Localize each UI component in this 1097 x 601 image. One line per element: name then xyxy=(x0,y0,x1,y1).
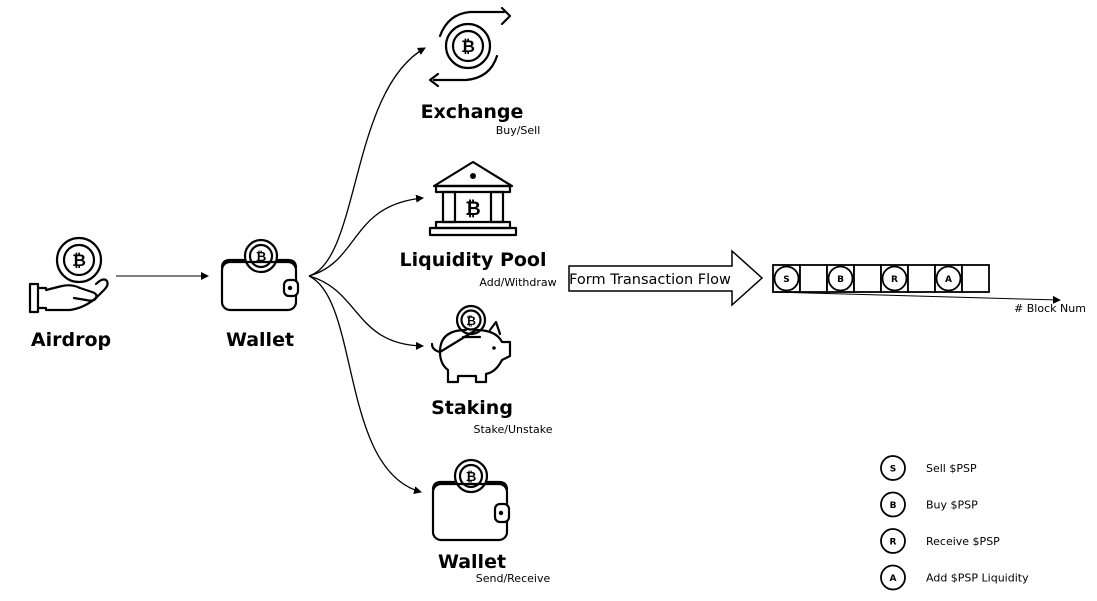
block-empty xyxy=(853,264,882,293)
legend-item: R Receive $PSP xyxy=(880,528,1000,554)
block-s: S xyxy=(772,264,801,293)
block-b: B xyxy=(826,264,855,293)
wallet-to-staking-arrow xyxy=(308,275,424,350)
svg-text:₿: ₿ xyxy=(256,250,267,265)
svg-text:₿: ₿ xyxy=(465,198,480,220)
legend-label: Buy $PSP xyxy=(926,499,978,512)
wallet-to-wallet-send-arrow xyxy=(308,275,422,495)
block-number-axis xyxy=(771,291,1061,304)
legend-letter: S xyxy=(890,465,896,475)
legend-label: Add $PSP Liquidity xyxy=(926,572,1029,585)
staking-subtitle: Stake/Unstake xyxy=(473,423,552,436)
wallet-main-label: Wallet xyxy=(226,329,294,351)
svg-text:₿: ₿ xyxy=(461,37,475,57)
exchange-subtitle: Buy/Sell xyxy=(496,124,541,137)
legend: S Sell $PSP B Buy $PSP R Receive $PSP A Add $PS… xyxy=(880,455,1029,591)
svg-text:₿: ₿ xyxy=(466,314,476,328)
legend-item: S Sell $PSP xyxy=(880,455,977,481)
legend-label: Receive $PSP xyxy=(926,535,1000,548)
block-letter: S xyxy=(783,275,789,285)
block-letter: R xyxy=(891,275,898,285)
liquidity-pool-label: Liquidity Pool xyxy=(400,249,547,271)
wallet-send-subtitle: Send/Receive xyxy=(476,572,551,585)
block-empty xyxy=(907,264,936,293)
staking-label: Staking xyxy=(431,397,513,419)
legend-letter: B xyxy=(890,501,897,511)
block-r: R xyxy=(880,264,909,293)
wallet-icon: ₿ xyxy=(220,238,300,312)
block-empty xyxy=(799,264,828,293)
bank-icon: ₿ xyxy=(428,160,518,237)
legend-item: A Add $PSP Liquidity xyxy=(880,564,1029,591)
liquidity-pool-subtitle: Add/Withdraw xyxy=(479,276,556,289)
hand-coin-icon: ₿ xyxy=(28,236,109,314)
wallet-send-label: Wallet xyxy=(438,551,506,573)
airdrop-label: Airdrop xyxy=(31,329,111,351)
block-letter: B xyxy=(837,275,844,285)
exchange-label: Exchange xyxy=(421,101,524,123)
legend-item: B Buy $PSP xyxy=(880,491,978,518)
piggy-bank-icon: ₿ xyxy=(430,304,512,384)
legend-label: Sell $PSP xyxy=(926,462,977,475)
legend-letter: A xyxy=(890,574,897,584)
block-a: A xyxy=(934,264,963,293)
exchange-icon: ₿ xyxy=(428,6,512,88)
wallet-icon: ₿ xyxy=(431,458,511,542)
block-num-axis-label: # Block Num xyxy=(1014,302,1086,315)
wallet-to-liquidity-pool-arrow xyxy=(308,194,424,277)
block-empty xyxy=(961,264,990,293)
wallet-to-exchange-arrow xyxy=(308,47,426,277)
legend-letter: R xyxy=(890,538,897,548)
transaction-flow-label: Form Transaction Flow xyxy=(569,272,731,288)
block-letter: A xyxy=(945,275,952,285)
transaction-flow-arrow xyxy=(568,249,764,307)
svg-text:₿: ₿ xyxy=(466,470,477,485)
svg-text:₿: ₿ xyxy=(72,251,86,271)
